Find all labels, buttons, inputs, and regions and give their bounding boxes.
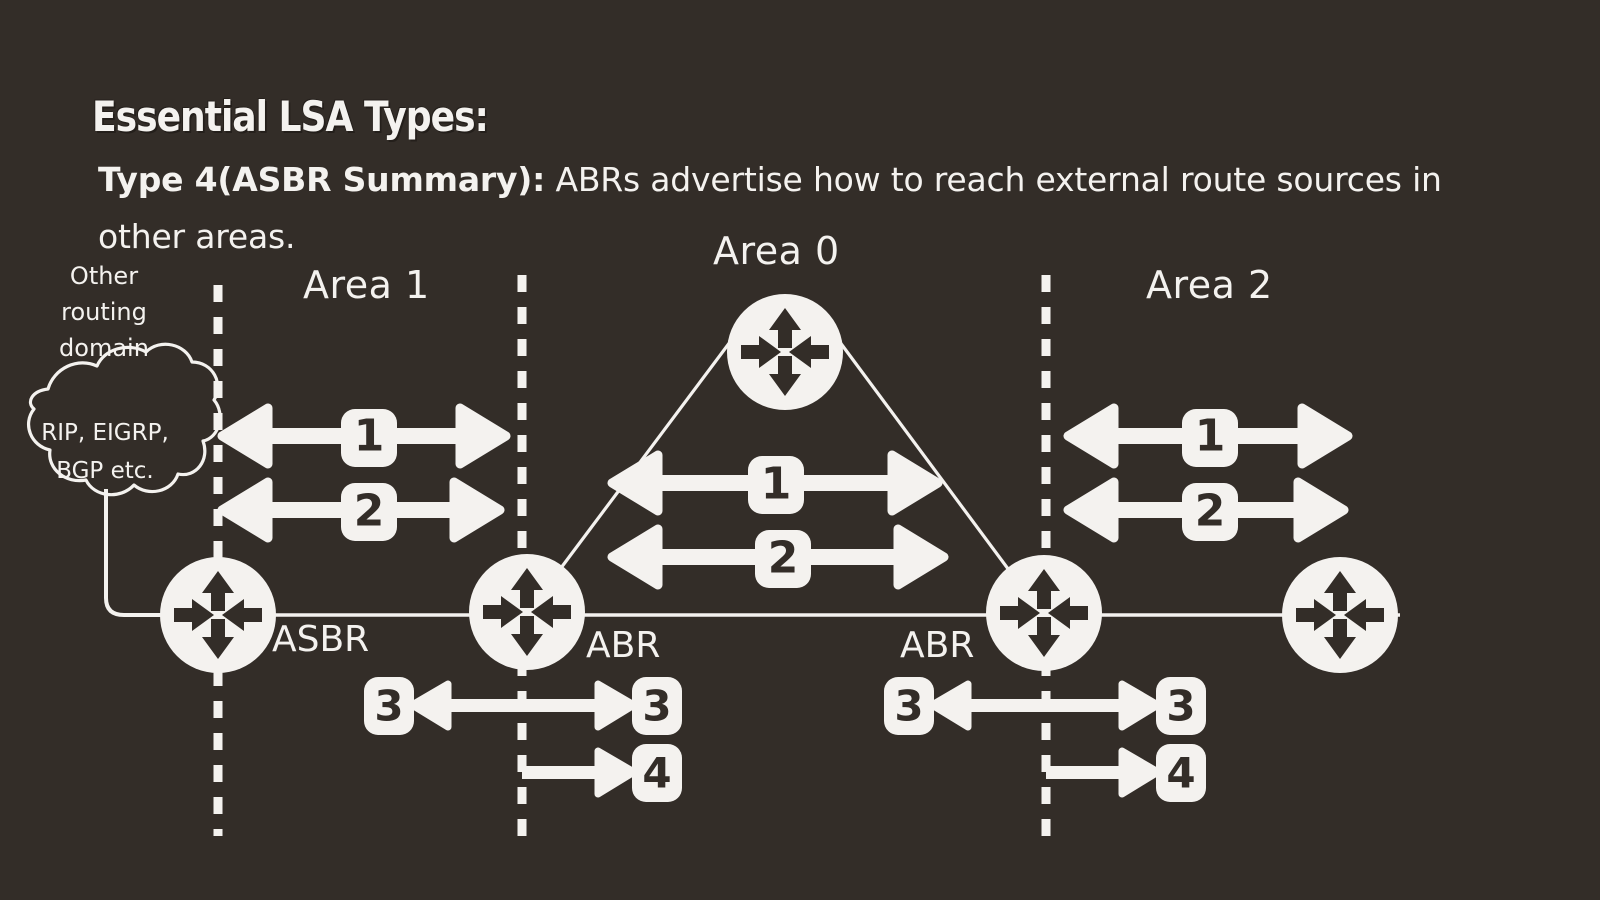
node-label-abr-left: ABR bbox=[586, 625, 661, 666]
flow-area2-lsa-1: 1 bbox=[1063, 403, 1353, 469]
flow-abr-left-lsa-3: 3 3 bbox=[364, 677, 682, 735]
link-abr-right-to-backbone bbox=[820, 317, 1042, 613]
flow-area0-lsa-2: 2 bbox=[607, 524, 949, 590]
lsa-badge-label: 3 bbox=[374, 682, 403, 731]
lsa-badge-label: 1 bbox=[354, 411, 385, 462]
area-label-area-0: Area 0 bbox=[713, 229, 840, 273]
router-icon[interactable] bbox=[160, 557, 276, 673]
router-icon[interactable] bbox=[469, 554, 585, 670]
flow-abr-left-lsa-4: 4 bbox=[522, 744, 682, 802]
flow-abr-right-lsa-3: 3 3 bbox=[884, 677, 1206, 735]
lsa-badge-label: 2 bbox=[1195, 486, 1226, 537]
flow-area1-lsa-1: 1 bbox=[217, 403, 511, 469]
area-label-area-1: Area 1 bbox=[303, 263, 430, 307]
cloud-to-asbr-link bbox=[104, 489, 176, 617]
subtitle-description: ABRs advertise how to reach external rou… bbox=[98, 160, 1442, 256]
flow-abr-right-lsa-4: 4 bbox=[1046, 744, 1206, 802]
lsa-badge-label: 1 bbox=[761, 459, 792, 510]
lsa-badge-label: 3 bbox=[642, 682, 671, 731]
router-icon[interactable] bbox=[986, 555, 1102, 671]
router-icon[interactable] bbox=[1282, 557, 1398, 673]
lsa-badge-label: 3 bbox=[1166, 682, 1195, 731]
lsa-badge-label: 2 bbox=[768, 533, 799, 584]
lsa-badge-label: 4 bbox=[642, 749, 671, 798]
flow-area0-lsa-1: 1 bbox=[607, 450, 943, 516]
lsa-badge-label: 3 bbox=[894, 682, 923, 731]
node-label-abr-right: ABR bbox=[900, 625, 975, 666]
external-domain-caption: Other routing domain bbox=[59, 262, 149, 362]
flow-area2-lsa-2: 2 bbox=[1063, 477, 1349, 543]
lsa-badge-label: 2 bbox=[354, 486, 385, 537]
subtitle-lsa-type: Type 4(ASBR Summary): bbox=[98, 160, 546, 199]
router-icon[interactable] bbox=[727, 294, 843, 410]
lsa-badge-label: 4 bbox=[1166, 749, 1195, 798]
lsa-badge-label: 1 bbox=[1195, 411, 1226, 462]
flow-area1-lsa-2: 2 bbox=[217, 477, 505, 543]
area-boundaries bbox=[213, 275, 1051, 836]
page-title: Essential LSA Types: bbox=[92, 92, 489, 141]
area-label-area-2: Area 2 bbox=[1146, 263, 1273, 307]
subtitle-paragraph: Type 4(ASBR Summary): ABRs advertise how… bbox=[98, 152, 1518, 266]
node-label-asbr: ASBR bbox=[272, 619, 370, 660]
external-domain-cloud bbox=[27, 342, 222, 617]
